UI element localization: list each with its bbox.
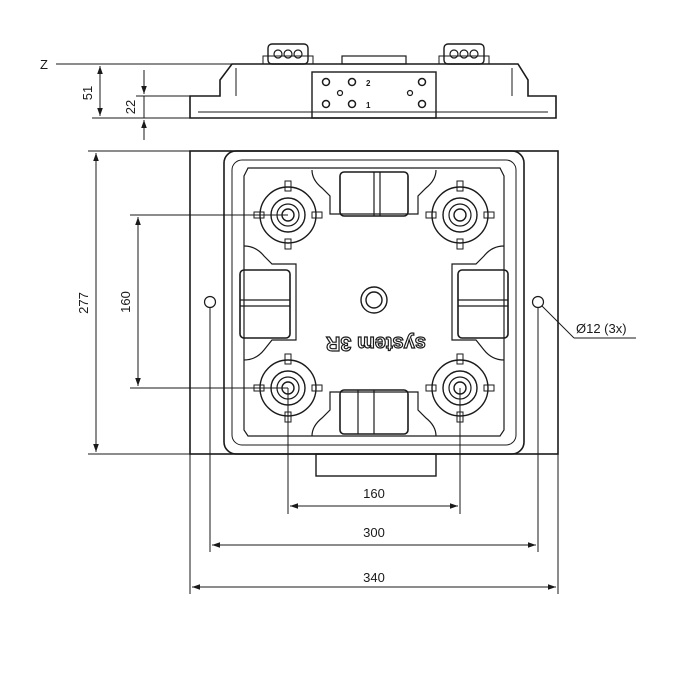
bottom-tab xyxy=(315,453,437,477)
center-fitting xyxy=(360,286,388,314)
dim-300: 300 xyxy=(363,525,385,540)
jaw-left xyxy=(239,269,291,339)
dim-340: 340 xyxy=(363,570,385,585)
side-view-outline xyxy=(189,63,557,119)
jaw-top xyxy=(339,171,409,217)
dim-51: 51 xyxy=(80,86,95,100)
brand-text: system 3R xyxy=(325,332,426,354)
dim-22: 22 xyxy=(123,100,138,114)
top-view: system 3R Ø12 (3x) 277 160 160 300 xyxy=(76,150,636,594)
port-label-2: 2 xyxy=(366,79,371,88)
clamping-point-top-right xyxy=(425,180,495,250)
hole-callout: Ø12 (3x) xyxy=(576,321,627,336)
side-clamp-nut-right xyxy=(438,43,490,65)
dim-277: 277 xyxy=(76,292,91,314)
jaw-bottom xyxy=(339,389,409,435)
mounting-hole-right xyxy=(531,295,545,309)
side-view: 2 1 Z 51 22 xyxy=(40,43,557,140)
side-clamp-nut-left xyxy=(262,43,314,65)
port-label-1: 1 xyxy=(366,101,371,110)
port-panel: 2 1 xyxy=(311,71,437,119)
dim-160-vertical: 160 xyxy=(118,291,133,313)
jaw-right xyxy=(457,269,509,339)
dim-160-horizontal: 160 xyxy=(363,486,385,501)
datum-z-label: Z xyxy=(40,57,48,72)
mounting-hole-left xyxy=(203,295,217,309)
